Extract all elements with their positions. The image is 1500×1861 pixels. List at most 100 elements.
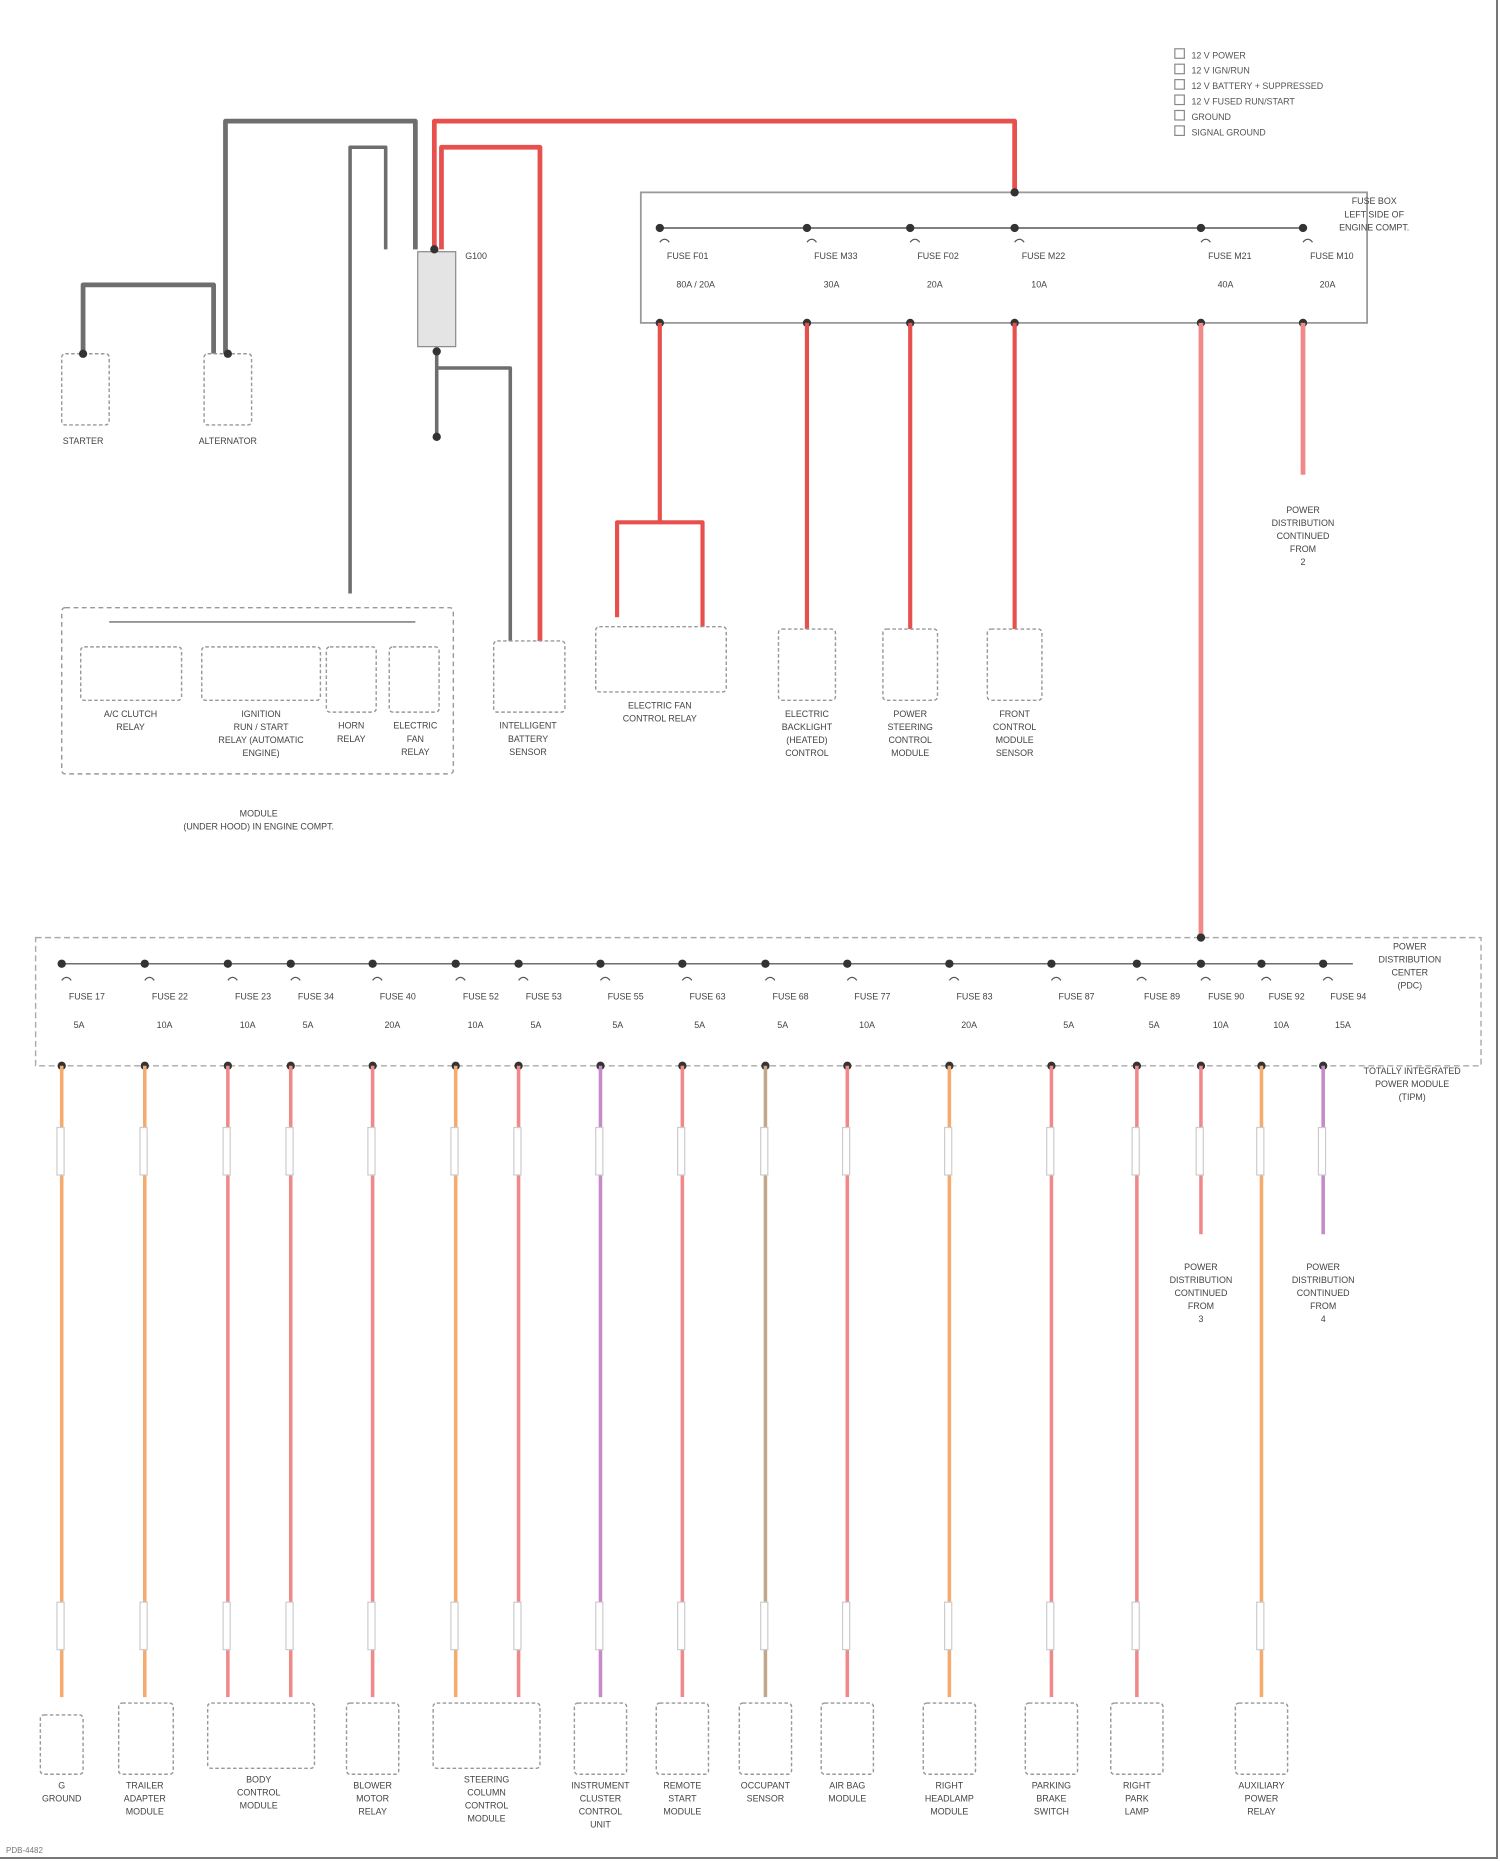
splice-dot — [596, 960, 604, 968]
lower-fuse-amp: 10A — [859, 1020, 875, 1030]
component — [1025, 1703, 1077, 1774]
splice-dot — [430, 245, 438, 253]
splice-dot — [1197, 960, 1205, 968]
relay-label: RELAY — [116, 722, 145, 732]
component-label: MODULE — [930, 1807, 968, 1817]
fuse-symbol — [1137, 977, 1146, 980]
lower-fuse-amp: 5A — [612, 1020, 623, 1030]
battery-wire — [441, 147, 539, 641]
splice-dot — [141, 960, 149, 968]
lower-fuse-box-label: POWER — [1393, 941, 1427, 951]
lower-fuse-amp: 5A — [1149, 1020, 1160, 1030]
wire-label-tag — [945, 1127, 952, 1174]
legend-swatch — [1175, 64, 1184, 73]
component-label: OCCUPANT — [741, 1780, 791, 1790]
upper-fuse-name: FUSE F01 — [667, 251, 709, 261]
component — [1235, 1703, 1287, 1774]
lower-fuse-amp: 10A — [468, 1020, 484, 1030]
wire-label-tag — [57, 1602, 64, 1649]
upper-fuse-amp: 20A — [1320, 279, 1336, 289]
reference-continued: CONTINUED — [1277, 531, 1330, 541]
component-label: POWER — [893, 709, 927, 719]
upper-fuse-amp: 10A — [1031, 279, 1047, 289]
component-label: SENSOR — [747, 1794, 785, 1804]
reference-continued: FROM — [1188, 1301, 1214, 1311]
component-label: AUXILIARY — [1238, 1780, 1284, 1790]
reference-continued: DISTRIBUTION — [1272, 518, 1335, 528]
lower-fuse-amp: 15A — [1335, 1020, 1351, 1030]
component-label: INTELLIGENT — [499, 721, 557, 731]
relay-label: FAN — [407, 734, 424, 744]
component-label: GROUND — [42, 1794, 82, 1804]
upper-fuse-name: FUSE M22 — [1022, 251, 1066, 261]
wire-label-tag — [761, 1602, 768, 1649]
lower-fuse-amp: 5A — [530, 1020, 541, 1030]
splice-dot — [803, 224, 811, 232]
splice-dot — [1047, 960, 1055, 968]
lower-fuse-box-sublabel: TOTALLY INTEGRATED — [1364, 1066, 1461, 1076]
splice-dot — [224, 960, 232, 968]
component-label: MOTOR — [356, 1794, 390, 1804]
relay-label: ENGINE) — [243, 748, 280, 758]
lower-fuse-name: FUSE 87 — [1059, 991, 1095, 1001]
component — [119, 1703, 174, 1774]
relay-label: IGNITION — [241, 709, 281, 719]
component-label: CONTROL — [888, 735, 932, 745]
lower-fuse-name: FUSE 83 — [956, 991, 992, 1001]
component — [1111, 1703, 1163, 1774]
wire-label-tag — [514, 1127, 521, 1174]
lower-fuse-name: FUSE 68 — [773, 991, 809, 1001]
component-label: CLUSTER — [580, 1794, 622, 1804]
lower-fuse-amp: 20A — [961, 1020, 977, 1030]
splice-dot — [433, 347, 441, 355]
component-label: STEERING — [887, 722, 933, 732]
wire-label-tag — [223, 1602, 230, 1649]
component-label: CONTROL — [237, 1788, 281, 1798]
junction-label: G100 — [465, 251, 487, 261]
legend-swatch — [1175, 95, 1184, 104]
component-label: PARK — [1125, 1794, 1149, 1804]
wire-label-tag — [1132, 1602, 1139, 1649]
reference-continued: CONTINUED — [1175, 1288, 1228, 1298]
wire-label-tag — [761, 1127, 768, 1174]
relay-group-caption: MODULE — [240, 809, 278, 819]
reference-continued: 4 — [1321, 1314, 1326, 1324]
lower-fuse-amp: 5A — [694, 1020, 705, 1030]
wire-label-tag — [451, 1602, 458, 1649]
wire-label-tag — [1132, 1127, 1139, 1174]
wire-label-tag — [945, 1602, 952, 1649]
splice-dot — [1257, 960, 1265, 968]
component-label: LAMP — [1125, 1807, 1149, 1817]
splice-dot — [452, 960, 460, 968]
lower-fuse-name: FUSE 94 — [1330, 991, 1366, 1001]
reference-continued: CONTINUED — [1297, 1288, 1350, 1298]
splice-dot — [514, 960, 522, 968]
component-label: POWER — [1245, 1794, 1279, 1804]
component — [433, 1703, 540, 1768]
upper-fuse-amp: 30A — [824, 279, 840, 289]
fuse-symbol — [228, 977, 237, 980]
splice-dot — [656, 224, 664, 232]
component-label: RIGHT — [936, 1780, 964, 1790]
wire-label-tag — [140, 1127, 147, 1174]
ground-wire — [350, 147, 386, 593]
reference-continued: DISTRIBUTION — [1292, 1275, 1355, 1285]
lower-fuse-name: FUSE 52 — [463, 991, 499, 1001]
splice-dot — [1010, 188, 1018, 196]
component — [574, 1703, 626, 1774]
wire-label-tag — [451, 1127, 458, 1174]
component-label: BATTERY — [508, 734, 548, 744]
relay-label: RELAY — [337, 734, 366, 744]
splice-dot — [368, 960, 376, 968]
fuse-symbol — [765, 977, 774, 980]
component-label: MODULE — [891, 748, 929, 758]
wire-label-tag — [223, 1127, 230, 1174]
relay-label: ELECTRIC — [393, 721, 438, 731]
splice-dot — [1010, 224, 1018, 232]
reference-continued: POWER — [1306, 1262, 1340, 1272]
fuse-symbol — [1303, 239, 1312, 242]
component-label: TRAILER — [126, 1780, 164, 1790]
lower-fuse-amp: 5A — [1063, 1020, 1074, 1030]
relay-label: RELAY — [401, 747, 430, 757]
relay-group-caption: (UNDER HOOD) IN ENGINE COMPT. — [183, 822, 334, 832]
